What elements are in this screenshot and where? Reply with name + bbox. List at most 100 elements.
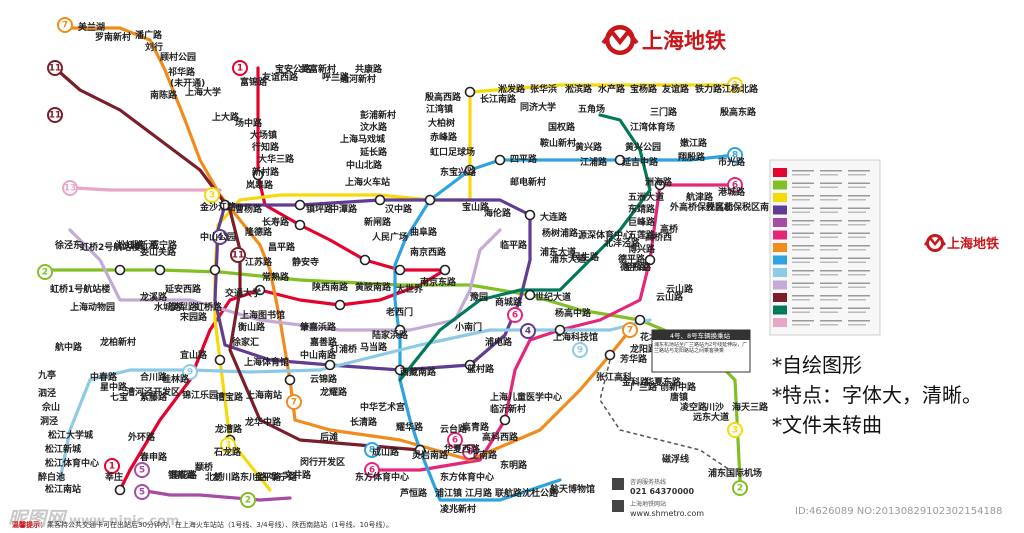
station-label: 七宝 [110,391,128,403]
station-label: 嘉善路 [309,336,338,348]
station-label: 五洲大道 [628,191,664,203]
station-label: 岚皋路 [246,179,274,191]
station-label: 高桥西 [645,231,672,243]
station-label: 人民广场 [371,231,408,243]
note-1: *自绘图形 [772,353,862,377]
station-label: 凌兆新村 [440,503,476,515]
station-label: 上海体育馆 [244,356,289,368]
station-label: 虹口足球场 [430,146,475,158]
station-label: 北桥 [205,471,224,483]
station-label: 常熟路 [262,271,290,283]
station-label: 北新泾 [130,239,157,251]
svg-text:9: 9 [187,368,193,378]
station-label: 杨高中路 [555,307,592,319]
station-label: 上海马戏城 [340,133,385,145]
station-label: 海天三路 [732,401,769,413]
station-label: 共富新村 [300,63,336,75]
station-label: 曹杨路 [235,203,263,215]
legend-header: 4号、8号车辆换乘站 [670,331,731,340]
station-label: 宝杨路 [630,83,658,95]
station-label: 航津路 [686,191,714,203]
line-13 [73,186,222,192]
line-badge-6: 6 [447,432,463,448]
line-badge-9: 9 [572,342,588,358]
station-label: 莘庄 [105,471,123,483]
station-label: 曲阜路 [410,226,438,238]
station-label: 长寿路 [262,216,290,228]
station-label: 嫩江路 [680,137,708,149]
station-label: 大华三路 [258,153,295,165]
svg-text:3: 3 [732,426,738,436]
station-label: 富锦路 [240,76,268,88]
station-label: 颛桥 [195,461,214,473]
station-label: 打浦桥 [330,343,358,355]
line-badge-5: 5 [134,484,150,500]
timetable-line-swatch [773,305,787,315]
station-label: 龙柏新村 [99,336,136,348]
station-label: 中华艺术宫 [360,401,405,413]
svg-text:1: 1 [237,64,243,74]
station-label: 金沙江路 [199,201,237,213]
svg-text:11: 11 [232,251,245,261]
station-label: 华夏西路 [444,443,481,455]
line-badge-6: 6 [364,462,380,478]
station-label: 通河新村 [340,73,376,85]
station-label: 邮电新村 [510,176,546,188]
station-label: 江苏路 [245,256,273,268]
station-label: 杨树浦路 [542,227,579,239]
station-label: 佘山 [41,401,60,413]
station-label: 中潭路 [330,203,358,215]
station-label: 昌平路 [268,241,296,253]
station-label: 上海南站 [246,389,282,401]
station-label: 洞泾 [40,415,58,427]
station-label: 云台路 [440,423,468,435]
station-label: 小南门 [454,321,482,333]
watermark-id: ID:4626089 NO:20130829102302154188 [795,506,1003,517]
station-label: 巨峰路 [628,216,656,228]
station-label: 上海儿童医学中心 [490,391,562,403]
station-label: 彭浦新村 [360,109,396,121]
station-label: 龙溪路 [139,291,168,303]
station-label: 洲海路 [645,176,673,188]
timetable-thumbnail [769,159,881,336]
station-label: 星中路 [100,381,128,393]
station-label: 云山路 [666,283,694,295]
svg-text:6: 6 [732,181,738,191]
line-badge-1: 1 [232,60,248,76]
timetable-line-swatch [773,218,787,227]
station-label: 静安寺 [292,256,319,268]
station-label: 航天博物馆 [550,483,595,495]
timetable-line-swatch [773,318,787,327]
line-8 [393,153,737,502]
station-label: 马当路 [360,341,388,353]
station-label: 汶水路 [360,121,388,133]
timetable-line-swatch [773,230,787,240]
timetable-line-swatch [773,168,787,177]
station-label: 后滩 [320,431,338,443]
station-label: 海伦路 [484,207,512,219]
station-labels: 美兰湖罗南新村潘广路刘行顾村公园祁华路(未开通)上海大学南陈路上大路场中路大场镇… [37,21,769,515]
station-label: 汉中路 [385,203,413,215]
station-label: 紫藤路 [140,391,168,403]
svg-text:2: 2 [245,496,251,506]
line-badge-3: 3 [204,187,220,203]
station-label: 漕河泾开发区 [126,386,180,398]
svg-text:7: 7 [291,398,297,408]
station-label: 剑川路 [212,471,241,483]
tip-label: 温馨提示： [12,521,47,529]
station-label: 隆德路 [245,226,273,238]
station-label: 陆家浜路 [372,329,409,341]
station-label: 延长路 [359,146,388,158]
station-label: 桂林路 [161,373,190,385]
contact-block: 咨询服务热线 021 64370000 上海地铁网站 www.shmetro.c… [612,478,704,518]
svg-text:2: 2 [737,484,743,494]
station-label: 云锦路 [310,373,338,385]
station-label: 友谊路 [662,83,690,95]
svg-text:4: 4 [525,327,531,337]
station-label: 漕宝路 [216,391,244,403]
svg-text:8: 8 [732,151,738,161]
svg-text:5: 5 [139,488,145,498]
metro-logo-small: 上海地铁 [923,234,999,252]
station-label: 中春路 [90,371,118,383]
